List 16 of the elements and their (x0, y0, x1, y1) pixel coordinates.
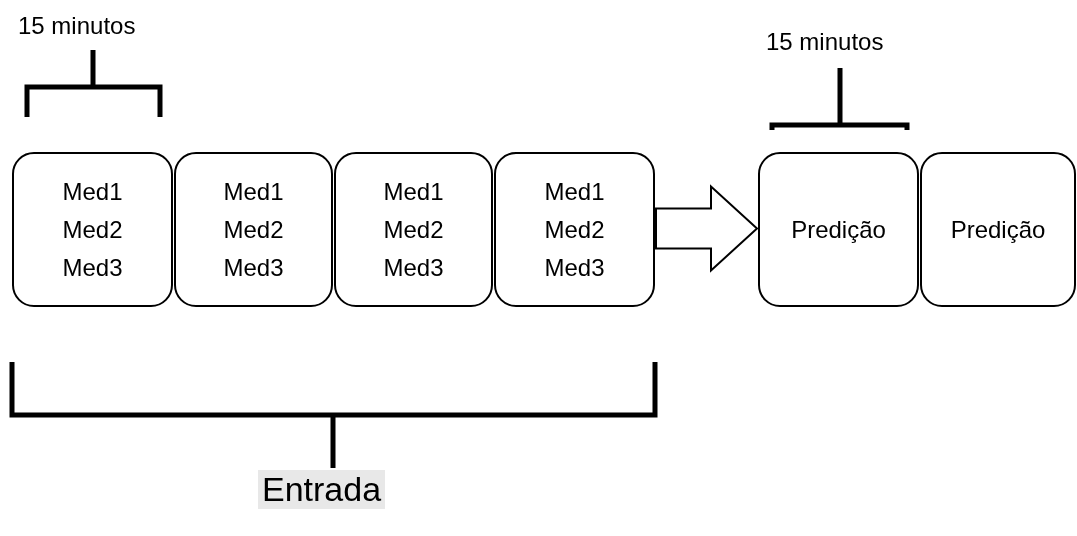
rounded-box (758, 152, 919, 307)
box-label: Med1 Med2 Med3 (382, 176, 445, 283)
duration-label: 15 minutos (766, 28, 884, 56)
rounded-box (12, 152, 173, 307)
box-label: Predição (950, 214, 1046, 245)
box-label: Med1 Med2 Med3 (543, 176, 606, 283)
rounded-box (174, 152, 333, 307)
rounded-box (920, 152, 1076, 307)
rounded-box (494, 152, 655, 307)
box-label: Med1 Med2 Med3 (222, 176, 285, 283)
hollow-arrow (655, 184, 759, 273)
box-label: Predição (791, 214, 886, 245)
duration-label: 15 minutos (18, 12, 136, 40)
section-label: Entrada (258, 470, 386, 509)
box-label: Med1 Med2 Med3 (61, 176, 124, 283)
rounded-box (334, 152, 493, 307)
